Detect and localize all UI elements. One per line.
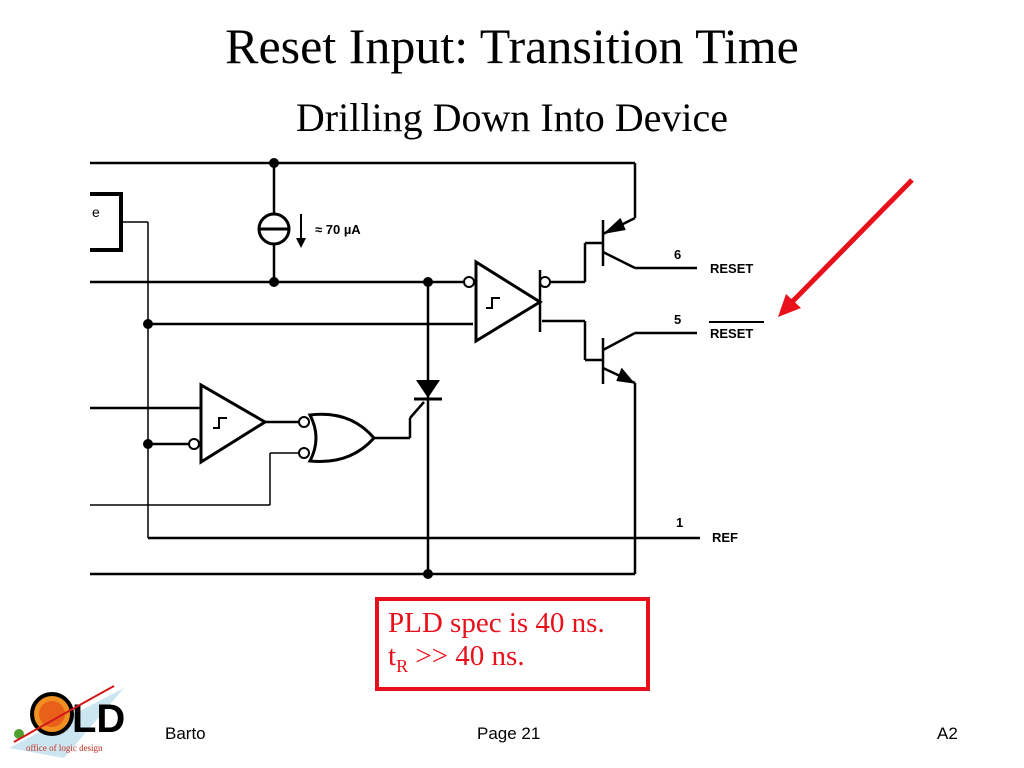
npn-transistor-icon bbox=[601, 331, 636, 385]
pin-1-number: 1 bbox=[676, 515, 683, 530]
logo-tagline: office of logic design bbox=[26, 743, 103, 753]
slide-title: Reset Input: Transition Time bbox=[225, 18, 799, 74]
logic-block bbox=[90, 192, 123, 252]
schmitt-comparator-bottom-icon bbox=[188, 382, 268, 465]
schmitt-comparator-top-icon bbox=[463, 259, 551, 344]
old-logo-icon: LD office of logic design bbox=[9, 685, 125, 758]
rise-time-symbol: t bbox=[388, 640, 397, 672]
spec-note-line2: tR >> 40 ns. bbox=[388, 640, 646, 683]
spec-note-line1: PLD spec is 40 ns. bbox=[388, 607, 605, 639]
slide-subtitle: Drilling Down Into Device bbox=[295, 95, 729, 140]
pin-6-label: RESET bbox=[710, 261, 753, 276]
rise-time-subscript: R bbox=[396, 655, 409, 676]
thin-wires bbox=[90, 221, 300, 538]
footer-author: Barto bbox=[165, 724, 206, 743]
junction-dots bbox=[143, 158, 433, 579]
current-source-icon bbox=[257, 212, 306, 248]
pin-1-label: REF bbox=[712, 530, 738, 545]
block-label: e bbox=[92, 204, 100, 220]
pnp-transistor-icon bbox=[601, 216, 636, 270]
red-arrow-icon bbox=[778, 178, 914, 317]
wires bbox=[90, 161, 700, 576]
footer-page-number: Page 21 bbox=[477, 724, 541, 743]
pin-5-number: 5 bbox=[674, 312, 681, 327]
thyristor-icon bbox=[414, 380, 442, 401]
wire-gate-diag bbox=[409, 401, 425, 419]
nor-gate-icon bbox=[298, 412, 376, 464]
footer-section: A2 bbox=[937, 724, 958, 743]
pin-6-number: 6 bbox=[674, 247, 681, 262]
current-label: ≈ 70 µA bbox=[315, 222, 361, 237]
rise-time-comparison: >> 40 ns. bbox=[408, 640, 525, 672]
logo-letters: LD bbox=[72, 697, 125, 741]
spec-note-box: PLD spec is 40 ns. tR >> 40 ns. bbox=[375, 597, 650, 691]
pin-5-label: RESET bbox=[710, 326, 753, 341]
